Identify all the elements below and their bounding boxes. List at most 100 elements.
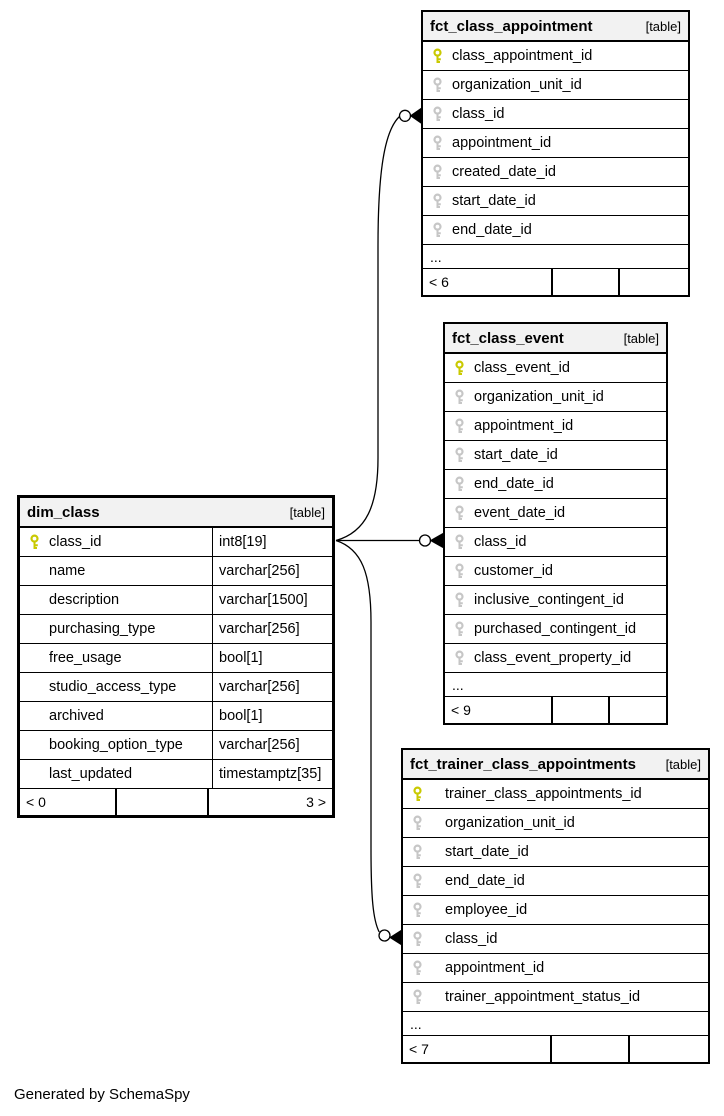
column-row: archived bool[1] — [20, 702, 332, 731]
column-name: employee_id — [445, 902, 528, 918]
column-row: last_updated timestamptz[35] — [20, 760, 332, 789]
footer-left-cell: < 7 — [403, 1036, 553, 1062]
table-header: dim_class [table] — [20, 498, 332, 528]
foreign-key-icon — [412, 901, 423, 919]
column-name: appointment_id — [452, 135, 552, 151]
primary-key-icon — [454, 359, 465, 377]
foreign-key-icon — [432, 192, 443, 210]
ellipsis-row: ... — [445, 673, 666, 697]
column-name: organization_unit_id — [474, 389, 604, 405]
column-type: bool[1] — [212, 702, 263, 730]
foreign-key-icon — [454, 591, 465, 609]
foreign-key-icon — [412, 988, 423, 1006]
column-row: organization_unit_id — [445, 383, 666, 412]
column-type: int8[19] — [212, 528, 267, 556]
connector-dim_class-to-fct_class_appointment — [335, 107, 422, 542]
table-name: dim_class — [27, 503, 100, 521]
column-name: end_date_id — [445, 873, 525, 889]
column-name: class_id — [452, 106, 505, 122]
column-name: archived — [49, 708, 104, 724]
column-row: class_event_id — [445, 354, 666, 383]
column-type: varchar[256] — [212, 673, 300, 701]
column-row: end_date_id — [403, 867, 708, 896]
ellipsis-row: ... — [423, 245, 688, 269]
foreign-key-icon — [454, 446, 465, 464]
footer-middle-cell — [553, 269, 621, 295]
column-row: appointment_id — [403, 954, 708, 983]
foreign-key-icon — [412, 814, 423, 832]
table-type-tag: [table] — [665, 756, 701, 772]
table-fct_trainer_class_appointments[interactable]: fct_trainer_class_appointments [table] tra… — [401, 748, 710, 1064]
connector-dim_class-to-fct_trainer_class_appointments — [335, 539, 402, 946]
relationship-line — [335, 116, 400, 542]
table-dim_class[interactable]: dim_class [table] class_id int8[19] name varc… — [17, 495, 335, 818]
crow-foot-arrow-icon — [409, 107, 422, 124]
column-name: class_id — [49, 534, 102, 550]
table-header: fct_class_event[table] — [445, 324, 666, 354]
column-row: class_event_property_id — [445, 644, 666, 673]
column-row: purchased_contingent_id — [445, 615, 666, 644]
column-name: studio_access_type — [49, 679, 177, 695]
column-row: trainer_appointment_status_id — [403, 983, 708, 1012]
column-row: purchasing_type varchar[256] — [20, 615, 332, 644]
column-name: start_date_id — [474, 447, 558, 463]
column-row: class_id — [423, 100, 688, 129]
column-type: bool[1] — [212, 644, 263, 672]
column-type: timestamptz[35] — [212, 760, 321, 788]
footer-middle-cell — [552, 1036, 631, 1062]
table-type-tag: [table] — [289, 504, 325, 520]
crow-foot-arrow-icon — [389, 929, 402, 946]
column-name: appointment_id — [474, 418, 574, 434]
column-name: booking_option_type — [49, 737, 183, 753]
column-row: appointment_id — [445, 412, 666, 441]
column-name: purchasing_type — [49, 621, 156, 637]
column-type: varchar[1500] — [212, 586, 308, 614]
column-type: varchar[256] — [212, 557, 300, 585]
column-row: start_date_id — [423, 187, 688, 216]
table-footer: < 6 — [423, 269, 688, 295]
column-name: customer_id — [474, 563, 553, 579]
zero-or-one-circle-icon — [418, 534, 432, 547]
column-name: last_updated — [49, 766, 133, 782]
column-type: varchar[256] — [212, 615, 300, 643]
foreign-key-icon — [432, 76, 443, 94]
column-name: appointment_id — [445, 960, 545, 976]
column-row: end_date_id — [445, 470, 666, 499]
column-row: event_date_id — [445, 499, 666, 528]
column-row: class_appointment_id — [423, 42, 688, 71]
column-name: class_event_property_id — [474, 650, 632, 666]
column-row: created_date_id — [423, 158, 688, 187]
footer-middle-cell — [553, 697, 610, 723]
table-name: fct_trainer_class_appointments — [410, 755, 636, 773]
crow-foot-arrow-icon — [429, 532, 444, 549]
generator-credit: Generated by SchemaSpy — [14, 1086, 190, 1103]
column-row: trainer_class_appointments_id — [403, 780, 708, 809]
ellipsis-row: ... — [403, 1012, 708, 1036]
table-footer: < 7 — [403, 1036, 708, 1062]
column-row: appointment_id — [423, 129, 688, 158]
table-footer: < 9 — [445, 697, 666, 723]
column-name: class_id — [445, 931, 498, 947]
zero-or-one-circle-icon — [378, 929, 391, 942]
column-row: class_id — [445, 528, 666, 557]
footer-right-cell — [610, 697, 666, 723]
primary-key-icon — [29, 533, 40, 551]
column-name: name — [49, 563, 86, 579]
column-row: class_id int8[19] — [20, 528, 332, 557]
column-name: end_date_id — [452, 222, 532, 238]
table-fct_class_appointment[interactable]: fct_class_appointment[table]class_appoin… — [421, 10, 690, 297]
foreign-key-icon — [432, 105, 443, 123]
table-name: fct_class_event — [452, 329, 564, 347]
column-row: booking_option_type varchar[256] — [20, 731, 332, 760]
foreign-key-icon — [432, 134, 443, 152]
foreign-key-icon — [454, 388, 465, 406]
column-type: varchar[256] — [212, 731, 300, 759]
column-name: purchased_contingent_id — [474, 621, 637, 637]
footer-right-cell — [620, 269, 688, 295]
footer-left-cell: < 0 — [20, 789, 117, 815]
footer-middle-cell — [117, 789, 209, 815]
